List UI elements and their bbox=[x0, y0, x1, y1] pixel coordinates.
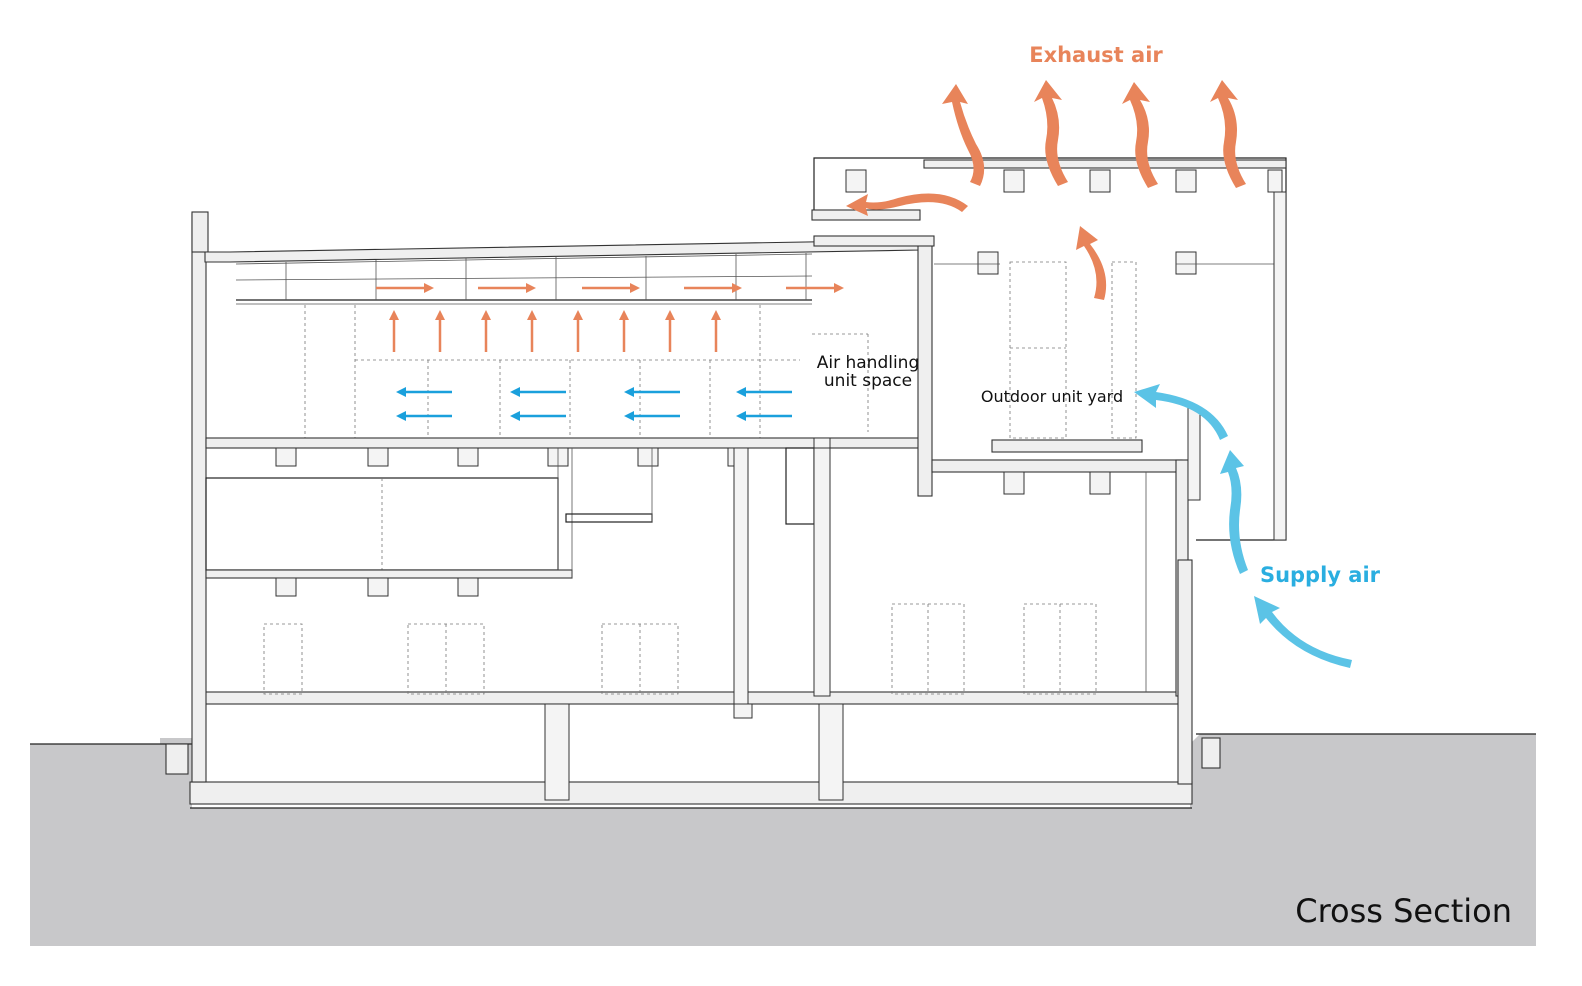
exhaust-arrows bbox=[846, 80, 1246, 300]
upper-roof-frame bbox=[813, 157, 1287, 541]
basement-pier-1 bbox=[544, 703, 570, 801]
basement-pier-2 bbox=[818, 703, 844, 801]
mezzanine-slab bbox=[205, 569, 573, 579]
second-floor-slab bbox=[205, 437, 921, 449]
right-pier bbox=[1201, 737, 1221, 769]
louvre-screen bbox=[1187, 407, 1201, 501]
supply-duct-arrows bbox=[396, 387, 792, 421]
rising-air-arrows bbox=[389, 310, 721, 352]
ahu-room-roof bbox=[813, 235, 935, 247]
right-exterior-wall bbox=[1273, 191, 1287, 541]
supply-air-label: Supply air bbox=[1260, 563, 1381, 587]
left-pier bbox=[165, 743, 189, 775]
upper-right-block-floor bbox=[931, 459, 1183, 473]
supply-arrows bbox=[1134, 384, 1352, 668]
left-exterior-wall bbox=[191, 213, 207, 783]
left-parapet bbox=[191, 211, 209, 253]
exhaust-air-label: Exhaust air bbox=[1029, 43, 1163, 67]
outdoor-unit-yard-label: Outdoor unit yard bbox=[981, 387, 1123, 406]
ground-floor-doors bbox=[263, 603, 1097, 695]
ahu-label-line1: Air handling bbox=[817, 353, 920, 373]
outdoor-unit-2 bbox=[1111, 261, 1137, 439]
right-lower-wall bbox=[1177, 559, 1193, 785]
outdoor-unit-platform bbox=[991, 439, 1143, 453]
roof-truss bbox=[235, 253, 813, 305]
roof-duct-arrows bbox=[376, 283, 844, 293]
central-column bbox=[733, 447, 749, 705]
stair-rail bbox=[785, 447, 815, 525]
cross-section-title: Cross Section bbox=[1295, 892, 1512, 930]
stair-landing bbox=[565, 513, 653, 523]
upper-partitions bbox=[304, 305, 869, 438]
upper-roof-slab bbox=[923, 159, 1287, 169]
upper-roof-beams bbox=[845, 169, 1283, 275]
ahu-wall bbox=[917, 239, 933, 497]
outdoor-unit-1 bbox=[1009, 261, 1067, 439]
mezzanine-beams bbox=[275, 577, 479, 597]
upper-right-beams bbox=[1003, 471, 1111, 495]
ahu-label-line2: unit space bbox=[824, 371, 912, 391]
ground bbox=[30, 734, 1536, 946]
foundation-slab bbox=[189, 781, 1193, 805]
right-middle-column bbox=[813, 447, 831, 697]
